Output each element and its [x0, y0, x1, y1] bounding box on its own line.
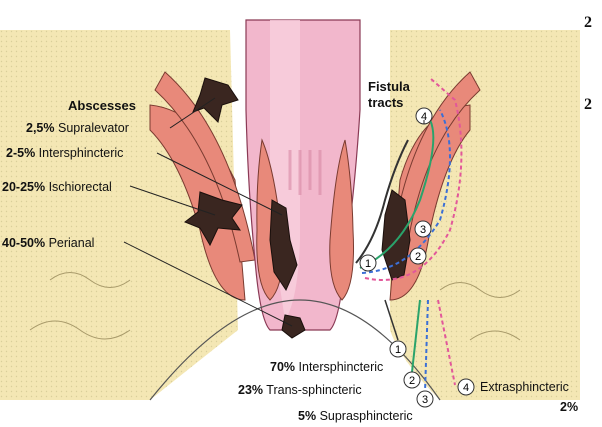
- svg-text:1: 1: [365, 258, 371, 270]
- svg-text:2: 2: [415, 251, 421, 263]
- fistula-heading-line1: Fistula: [368, 79, 410, 95]
- fistula-pct: 2%: [560, 400, 578, 414]
- marker-2-inner: 2: [410, 248, 426, 264]
- marker-3-inner: 3: [415, 221, 431, 237]
- svg-text:2: 2: [409, 375, 415, 387]
- fistula-name: Extrasphincteric: [480, 380, 569, 394]
- abscesses-heading: Abscesses: [68, 98, 136, 113]
- fistula-name: Suprasphincteric: [320, 409, 413, 423]
- abscess-label-supralevator: 2,5% Supralevator: [26, 121, 129, 135]
- cropped-text-middle: 2: [584, 96, 592, 114]
- svg-text:3: 3: [422, 394, 428, 406]
- fistula-heading-line2: tracts: [368, 95, 410, 111]
- abscess-label-intersphincteric: 2-5% Intersphincteric: [6, 146, 123, 160]
- fistula-name: Trans-sphincteric: [266, 383, 361, 397]
- fistula-pct: 70%: [270, 360, 295, 374]
- fistula-pct: 23%: [238, 383, 263, 397]
- abscess-right-trans: [382, 190, 410, 280]
- marker-4-bottom: 4: [458, 379, 474, 395]
- fistula-pct-extrasphincteric: 2%: [560, 400, 578, 414]
- abscess-label-ischiorectal: 20-25% Ischiorectal: [2, 180, 112, 194]
- marker-1-bottom: 1: [390, 341, 406, 357]
- marker-3-bottom: 3: [417, 391, 433, 407]
- svg-text:3: 3: [420, 224, 426, 236]
- abscess-name: Ischiorectal: [49, 180, 112, 194]
- abscess-name: Supralevator: [58, 121, 129, 135]
- fistula-label-intersphincteric: 70% Intersphincteric: [270, 360, 383, 374]
- svg-text:4: 4: [463, 382, 469, 394]
- marker-2-bottom: 2: [404, 372, 420, 388]
- fistula-label-extrasphincteric: Extrasphincteric: [480, 380, 569, 394]
- abscess-label-perianal: 40-50% Perianal: [2, 236, 94, 250]
- abscess-name: Perianal: [49, 236, 95, 250]
- abscess-pct: 2-5%: [6, 146, 35, 160]
- abscess-pct: 2,5%: [26, 121, 55, 135]
- abscess-pct: 40-50%: [2, 236, 45, 250]
- fistula-name: Intersphincteric: [299, 360, 384, 374]
- fistula-label-trans-sphincteric: 23% Trans-sphincteric: [238, 383, 362, 397]
- cropped-text-top: 2: [584, 14, 592, 32]
- abscess-name: Intersphincteric: [39, 146, 124, 160]
- svg-text:1: 1: [395, 344, 401, 356]
- fistula-heading: Fistula tracts: [368, 79, 410, 111]
- fistula-label-suprasphincteric: 5% Suprasphincteric: [298, 409, 413, 423]
- fistula-pct: 5%: [298, 409, 316, 423]
- marker-1-inner: 1: [360, 255, 376, 271]
- abscess-pct: 20-25%: [2, 180, 45, 194]
